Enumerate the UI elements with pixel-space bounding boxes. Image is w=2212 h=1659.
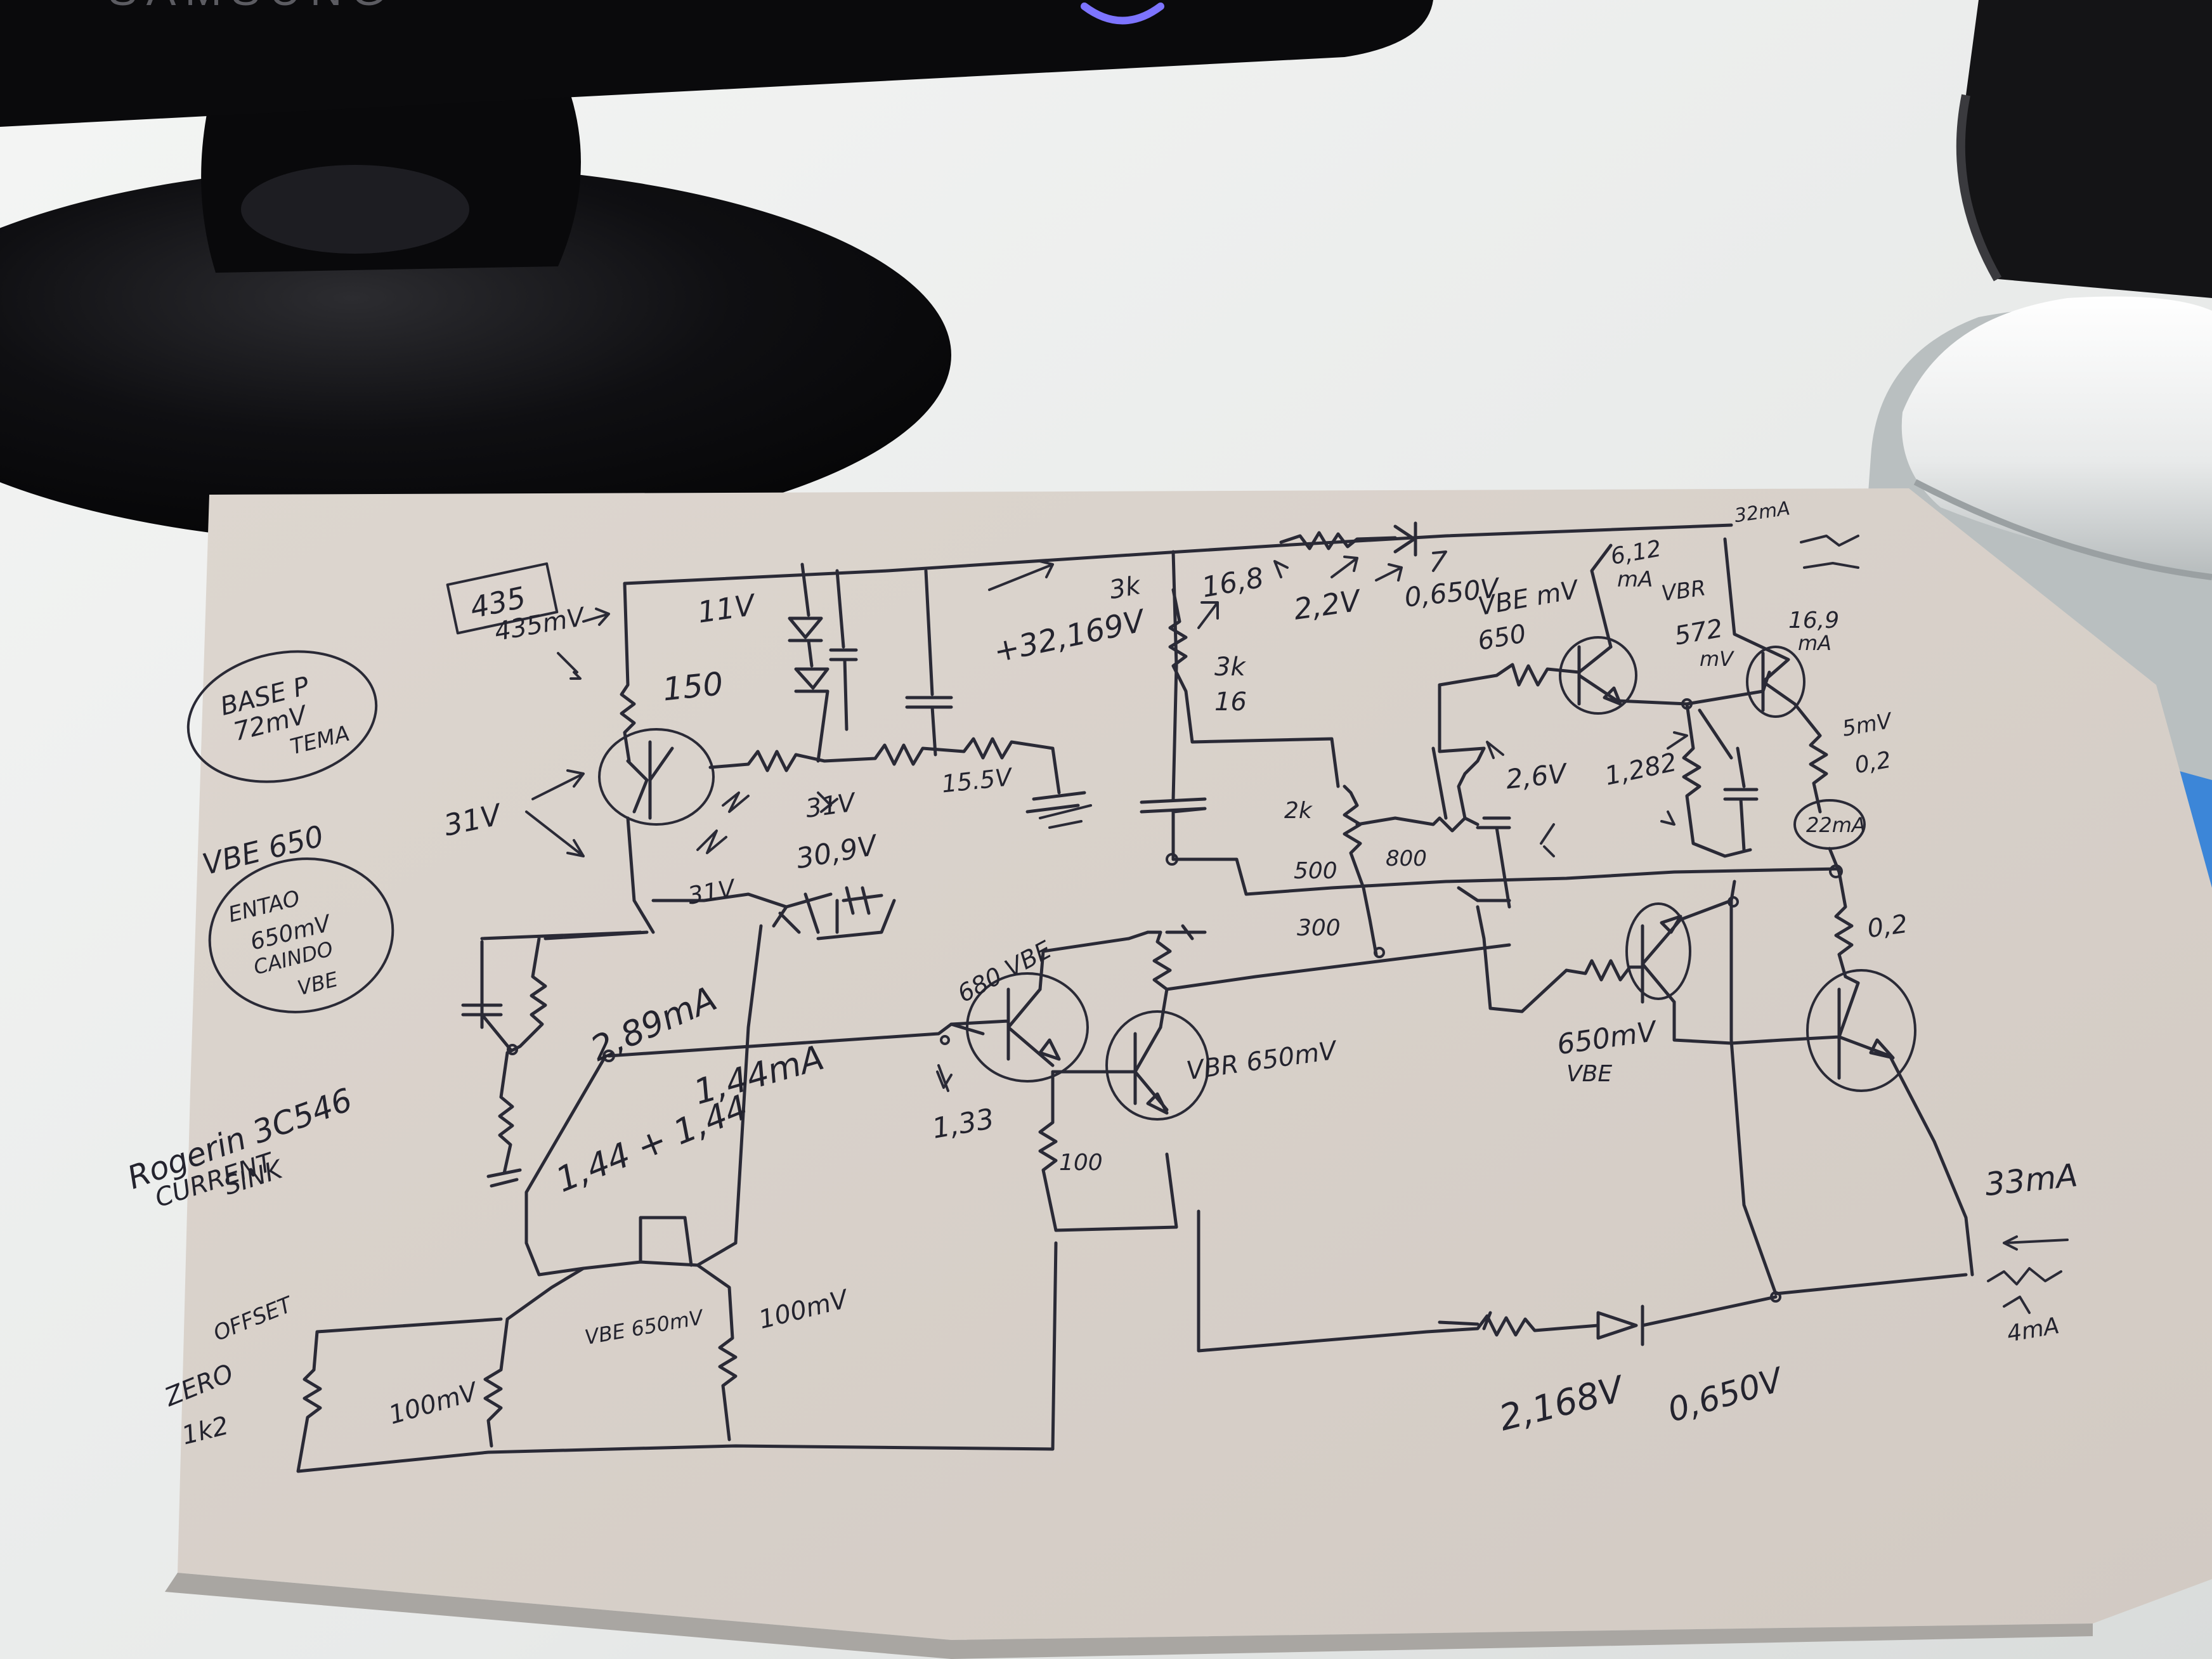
transistor-q6 [1625,902,1691,1000]
label-800: 800 [1386,846,1427,871]
node-dot-9 [1681,698,1693,710]
paper-shadow [165,1573,2093,1659]
node-dot-7 [940,1035,950,1045]
label-ma-1: mA [1617,567,1653,592]
node-dot-2 [1374,947,1385,958]
node-dot-5 [602,1050,615,1062]
label-r100: 100 [1059,1150,1103,1176]
label-r16: 16 [1214,687,1247,717]
transistor-q4 [1559,636,1637,715]
label-r150: 150 [661,665,725,708]
label-ma-2: mA [1798,631,1831,655]
speaker-box-edge [1956,94,2002,282]
transistor-q3 [1105,1010,1209,1121]
node-dot-8 [1770,1291,1781,1303]
label-2-6v: 2,6V [1504,757,1570,795]
node-dot-4 [1727,896,1739,908]
label-31v-mid: 31V [803,788,859,824]
label-0-2-b: 0,2 [1866,909,1909,944]
power-led-icon [1081,3,1164,25]
transistor-q1 [598,728,715,826]
monitor: SAMSUNG [0,0,1433,545]
bias-note-circle [186,650,378,783]
transistor-q5 [1746,646,1805,718]
label-0-2-a: 0,2 [1853,747,1894,779]
transistor-q2 [966,972,1089,1083]
label-11v: 11V [696,587,759,629]
label-mv: mV [1700,647,1734,671]
label-300: 300 [1297,915,1341,941]
label-vbr: VBR [1660,575,1707,606]
node-dot-6 [507,1044,518,1055]
label-16-9: 16,9 [1788,608,1839,634]
monitor-brand-text: SAMSUNG [108,0,394,15]
label-3k-2: 3k [1214,653,1246,682]
monitor-bezel [0,0,1433,127]
transistor-q7 [1806,969,1916,1092]
label-500: 500 [1294,858,1337,884]
vbe-note-circle [208,857,394,1013]
paper-sheet [178,488,2212,1640]
speaker-box [1960,0,2212,298]
label-2k: 2k [1284,798,1313,824]
label-vbe-right: VBE [1566,1061,1612,1087]
monitor-neck-highlight [241,165,469,254]
node-dot-3 [1829,864,1843,878]
node-dot-1 [1166,853,1178,866]
label-22ma: 22mA [1806,813,1866,837]
label-3k: 3k [1107,571,1144,605]
box-435 [446,562,559,635]
